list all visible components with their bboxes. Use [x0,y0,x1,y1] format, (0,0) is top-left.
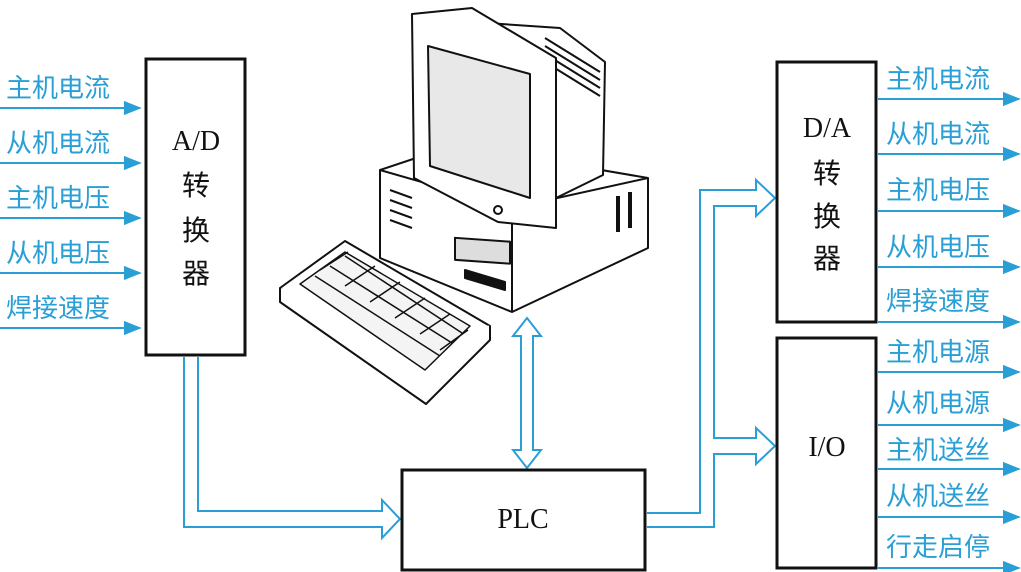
da-char: 转 [813,158,841,190]
ad-char: 换 [182,215,210,247]
io-output-label: 主机电源 [886,338,990,368]
io-output-label: 从机电源 [886,389,990,419]
ad-to-plc-arrow [183,357,402,541]
io-output-label: 从机送丝 [886,482,990,512]
input-label: 从机电流 [6,129,110,159]
da-output-label: 主机电流 [886,65,990,95]
da-char: 换 [813,201,841,233]
da-converter-box: D/A 转 换 器 [775,60,878,324]
da-title: D/A [803,113,852,144]
da-output-label: 焊接速度 [886,287,990,317]
plc-box: PLC [400,468,647,572]
ad-title: A/D [172,126,220,157]
io-title: I/O [808,432,845,463]
plc-title: PLC [497,504,548,535]
ad-char: 转 [182,170,210,202]
da-output-label: 从机电压 [886,233,990,263]
io-output-signals: 主机电源 从机电源 主机送丝 从机送丝 行走启停 [878,338,1021,572]
ad-converter-box: A/D 转 换 器 [144,57,247,357]
plc-to-outputs-arrows [647,177,777,528]
da-output-label: 从机电流 [886,120,990,150]
input-signals: 主机电流 从机电流 主机电压 从机电压 焊接速度 [0,74,142,336]
input-label: 主机电压 [6,184,110,214]
io-output-label: 行走启停 [886,533,990,563]
input-label: 主机电流 [6,74,110,104]
da-output-label: 主机电压 [886,176,990,206]
computer-plc-double-arrow [510,316,544,470]
ad-char: 器 [182,259,210,290]
da-char: 器 [813,244,841,275]
input-label: 焊接速度 [6,294,110,324]
io-box: I/O [775,336,878,570]
desktop-computer-icon [279,7,649,405]
io-output-label: 主机送丝 [886,436,990,466]
da-output-signals: 主机电流 从机电流 主机电压 从机电压 焊接速度 [878,65,1021,330]
input-label: 从机电压 [6,239,110,269]
